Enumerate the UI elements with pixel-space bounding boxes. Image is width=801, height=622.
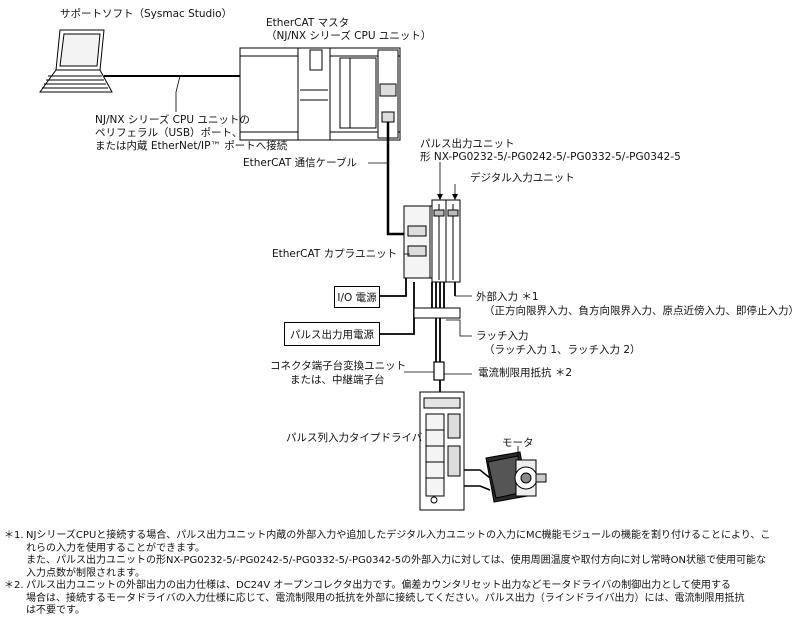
digital-input-unit-label: デジタル入力ユニット bbox=[470, 172, 575, 184]
ethercat-cable-label: EtherCAT 通信ケーブル bbox=[243, 157, 358, 169]
support-software-label: サポートソフト（Sysmac Studio） bbox=[60, 8, 233, 20]
resistor-label: 電流制限用抵抗 ＊2 bbox=[478, 367, 573, 379]
external-input-label: 外部入力 ＊1 bbox=[476, 291, 539, 303]
footnote-2: ＊2. パルス出力ユニットの外部出力の出力仕様は、DC24V オープンコレクタ出… bbox=[4, 580, 745, 616]
coupler-unit-label: EtherCAT カプラユニット bbox=[272, 248, 398, 260]
ethercat-master-sublabel: （NJ/NX シリーズ CPU ユニット） bbox=[266, 30, 432, 42]
ethercat-master-label: EtherCAT マスタ bbox=[266, 17, 350, 29]
usb-port-label-1: NJ/NX シリーズ CPU ユニットの bbox=[95, 114, 250, 126]
latch-input-detail: （ラッチ入力 1、ラッチ入力 2） bbox=[484, 344, 641, 356]
latch-input-label: ラッチ入力 bbox=[476, 330, 529, 342]
usb-port-label-3: または内蔵 EtherNet/IP™ ポートへ接続 bbox=[95, 140, 288, 152]
usb-port-label-2: ペリフェラル（USB）ポート、 bbox=[95, 127, 243, 139]
laptop-icon bbox=[39, 29, 113, 93]
servo-driver bbox=[419, 391, 465, 511]
resistor-icon bbox=[433, 361, 445, 381]
io-power-box: I/O 電源 bbox=[334, 286, 380, 308]
driver-label: パルス列入力タイプドライバ bbox=[286, 432, 423, 444]
system-diagram bbox=[39, 29, 547, 511]
external-input-detail: （正方向限界入力、負方向限界入力、原点近傍入力、即停止入力） bbox=[484, 305, 799, 317]
connector-unit-label: コネクタ端子台変換ユニット bbox=[270, 360, 407, 372]
pulse-power-box: パルス出力用電源 bbox=[284, 322, 380, 346]
cpu-unit bbox=[239, 47, 401, 141]
coupler-assembly bbox=[403, 199, 461, 283]
relay-terminal-label: または、中継端子台 bbox=[290, 374, 385, 386]
footnotes: ＊1. NJシリーズCPUと接続する場合、パルス出力ユニット内蔵の外部入力や追加… bbox=[4, 530, 797, 618]
motor-icon bbox=[485, 446, 547, 503]
terminal-block bbox=[413, 307, 461, 319]
motor-label: モータ bbox=[502, 437, 534, 449]
pulse-unit-model-label: 形 NX-PG0232-5/-PG0242-5/-PG0332-5/-PG034… bbox=[420, 151, 681, 163]
pulse-unit-label: パルス出力ユニット bbox=[420, 138, 515, 150]
footnote-1: ＊1. NJシリーズCPUと接続する場合、パルス出力ユニット内蔵の外部入力や追加… bbox=[4, 530, 771, 579]
